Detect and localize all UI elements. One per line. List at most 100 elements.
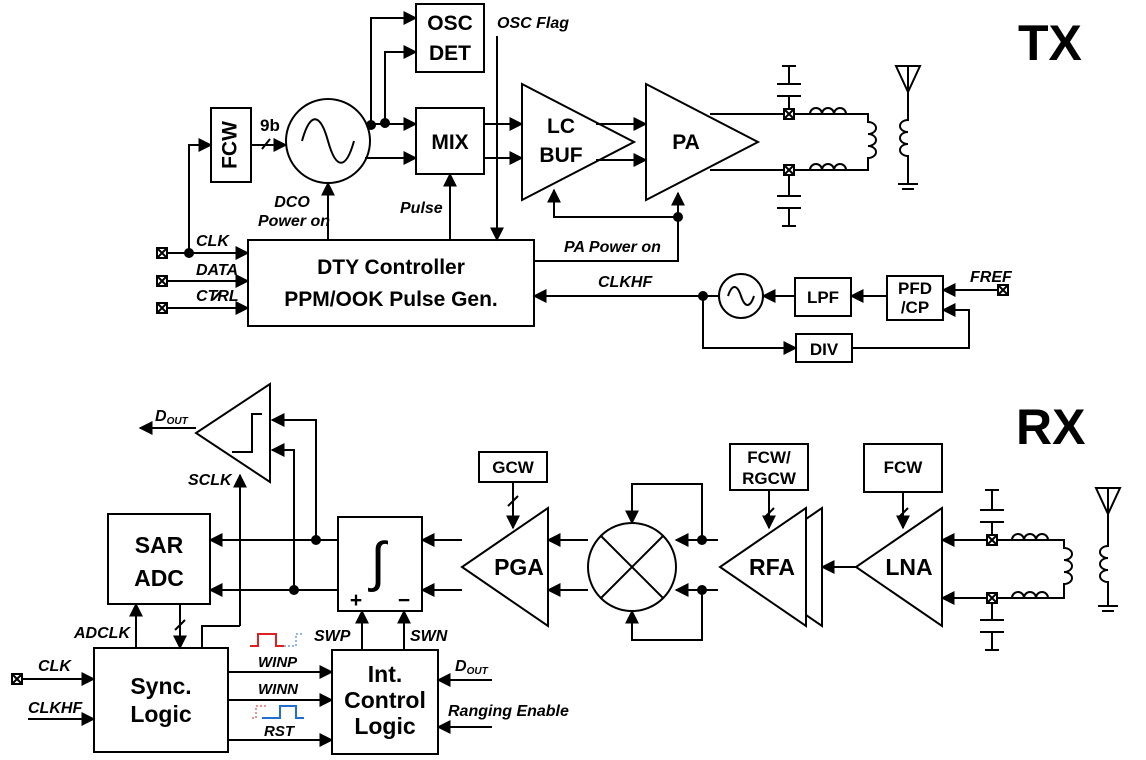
rx-clkhf-label: CLKHF: [28, 700, 83, 717]
pfd-cp-block: [886, 275, 944, 321]
rst-label: RST: [264, 723, 296, 740]
clk-label: CLK: [196, 233, 230, 250]
div-to-pfd-wire: [852, 303, 970, 349]
adclk-label: ADCLK: [73, 625, 131, 642]
comparator-hysteresis-icon: [232, 413, 262, 453]
swn-label: SWN: [410, 628, 448, 645]
winp-label: WINP: [258, 654, 298, 671]
rx-fcw-bus-tick: [897, 507, 909, 519]
int-out-junction-top: [311, 535, 321, 545]
winn-dotted-icon: [252, 705, 268, 719]
fcw-bus-tick: [261, 138, 271, 150]
sar-adc-label-1: SAR: [135, 532, 184, 558]
winn-label: WINN: [258, 681, 299, 698]
integrator-plus: +: [350, 589, 362, 612]
lcbuf-power-wire: [547, 188, 678, 218]
sync-to-sclk-wire: [201, 625, 240, 648]
rx-pad-top-x: [986, 534, 998, 546]
rx-clk-pad-x: [11, 673, 23, 685]
lc-buf-amplifier: [521, 82, 637, 202]
integrator-block: [337, 516, 423, 612]
clk-to-fcw-wire: [188, 138, 213, 253]
lo-feed-top: [625, 483, 703, 540]
osc-det-block: [415, 3, 485, 73]
comp-in-top-wire: [270, 413, 317, 540]
rx-cap-bot: [980, 603, 1004, 651]
tx-title: TX: [1018, 15, 1082, 71]
tx-cap-bot: [777, 175, 801, 227]
rx-clk-label: CLK: [38, 658, 72, 675]
ranging-enable-label: Ranging Enable: [448, 703, 569, 720]
lc-buf-label-2: BUF: [539, 144, 582, 167]
rx-mixer-x-icon: [600, 535, 664, 599]
dco-to-oscdet-2: [384, 45, 418, 123]
mix-block: [415, 107, 485, 175]
pa-label: PA: [672, 131, 700, 154]
rx-pad-bot-x: [986, 592, 998, 604]
sar-adc-block: [107, 513, 211, 605]
dco-to-oscdet-1: [370, 11, 418, 125]
rx-fcw-label: FCW: [884, 458, 924, 477]
sync-logic-label-2: Logic: [130, 701, 192, 727]
tx-fcw-block: [210, 107, 252, 183]
rfa-label: RFA: [749, 554, 795, 580]
fref-label: FREF: [970, 269, 1013, 286]
int-control-logic-block: [331, 649, 439, 755]
lpf-label: LPF: [807, 288, 839, 307]
lo-feed-bot: [625, 590, 703, 641]
dco-sine-icon: [301, 118, 355, 164]
rx-title: RX: [1016, 399, 1085, 455]
tx-pad-top-x: [783, 108, 795, 120]
winp-dotted-icon: [284, 633, 304, 647]
rx-inductor-bot: [1011, 591, 1049, 599]
sync-logic-block: [93, 647, 229, 753]
comparator: [194, 382, 271, 484]
clk-pad-x: [156, 247, 168, 259]
pa-amplifier: [645, 82, 761, 202]
osc-flag-label: OSC Flag: [497, 15, 569, 32]
sclk-label: SCLK: [188, 472, 233, 489]
ctrl-bus-tick: [212, 291, 221, 301]
dty-controller-label-1: DTY Controller: [317, 256, 465, 279]
mix-label: MIX: [431, 131, 468, 154]
winn-pulse-icon: [262, 705, 304, 719]
winp-pulse-icon: [250, 633, 284, 647]
pga-label: PGA: [494, 554, 544, 580]
integrator-minus: −: [398, 589, 410, 612]
tx-fcw-label: FCW: [219, 121, 242, 169]
sar-adc-label-2: ADC: [134, 565, 184, 591]
sar-bus-tick: [174, 619, 186, 631]
tx-inductor-bot: [809, 163, 847, 171]
dty-controller-label-2: PPM/OOK Pulse Gen.: [284, 288, 498, 311]
tx-transformer-primary: [852, 113, 877, 171]
sync-logic-label-1: Sync.: [130, 673, 191, 699]
pll-vco-sine-icon: [727, 286, 755, 306]
clkhf-label: CLKHF: [598, 274, 653, 291]
tx-inductor-top: [809, 107, 847, 115]
dty-controller-block: [247, 239, 535, 327]
div-label: DIV: [810, 340, 839, 359]
tx-transformer-secondary: [898, 92, 918, 190]
vco-to-div-wire: [702, 296, 798, 355]
pa-power-on-label: PA Power on: [564, 239, 661, 256]
pga-amplifier: [460, 506, 549, 628]
ctrl-pad-x: [156, 302, 168, 314]
fcw-rgcw-label-2: RGCW: [742, 469, 797, 488]
pulse-label: Pulse: [400, 200, 443, 217]
fcw-rgcw-label-1: FCW/: [747, 448, 791, 467]
gcw-bus-tick: [507, 495, 519, 507]
osc-det-label-2: DET: [429, 42, 471, 65]
rx-transformer-primary: [1048, 539, 1073, 599]
pfd-cp-label-2: /CP: [901, 298, 929, 317]
dco-power-label-2: Power on: [258, 213, 330, 230]
lna-amplifier: [854, 506, 943, 628]
tx-9b-label: 9b: [260, 116, 280, 135]
tx-section: TX OSC DET OSC Flag FCW 9b DCO Power on …: [156, 3, 1082, 363]
osc-det-label-1: OSC: [427, 12, 473, 35]
fref-pad-x: [997, 284, 1009, 296]
fcw-rgcw-bus-tick: [763, 507, 775, 519]
integrator-symbol: ∫: [368, 532, 389, 592]
int-out-junction-bot: [289, 585, 299, 595]
int-control-label-3: Logic: [354, 713, 416, 739]
